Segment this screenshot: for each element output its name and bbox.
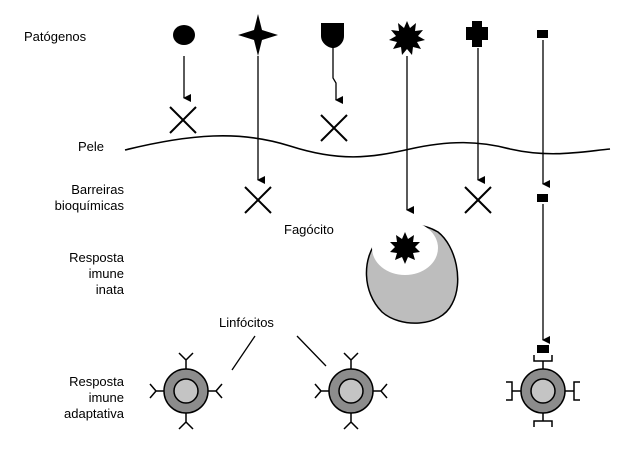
- label-resposta-imune-inata: Resposta imune inata: [20, 250, 124, 298]
- pointer-line-left: [231, 335, 256, 371]
- label-adapt-line3: adaptativa: [64, 406, 124, 421]
- lymphocyte-icon-1: [149, 352, 223, 430]
- pointer-line-right: [296, 335, 327, 367]
- pathogen-cross-icon: [466, 21, 488, 47]
- pathogen-starburst-icon: [389, 21, 425, 55]
- label-linfocitos: Linfócitos: [219, 315, 274, 330]
- phagocyte-icon: [365, 221, 459, 324]
- block-x-biochemical-1: [244, 186, 272, 214]
- label-adapt-line1: Resposta: [69, 374, 124, 389]
- label-inata-line2: imune: [88, 266, 124, 281]
- pathogen-small-square-passing-icon: [537, 194, 548, 202]
- label-inata-line3: inata: [95, 282, 124, 297]
- label-patogenos: Patógenos: [24, 29, 87, 44]
- block-x-skin-2: [320, 114, 348, 142]
- label-barreiras-line1: Barreiras: [71, 182, 124, 197]
- pathogen-four-point-star-icon: [238, 14, 278, 56]
- label-fagocito: Fagócito: [284, 222, 334, 237]
- label-inata-line1: Resposta: [69, 250, 124, 265]
- skin-line: [124, 135, 611, 158]
- bound-antigen-icon: [537, 345, 549, 353]
- lymphocyte-icon-3: [506, 345, 580, 427]
- label-resposta-imune-adaptativa: Resposta imune adaptativa: [20, 374, 124, 422]
- lymphocyte-icon-2: [314, 352, 388, 430]
- arrow-pathogen-shield: [332, 48, 343, 104]
- pathogen-circle-icon: [173, 25, 195, 45]
- label-adapt-line2: imune: [88, 390, 124, 405]
- block-x-skin-1: [169, 106, 197, 134]
- label-barreiras-line2: bioquímicas: [54, 198, 124, 213]
- label-barreiras-bioquimicas: Barreiras bioquímicas: [20, 182, 124, 214]
- block-x-biochemical-2: [464, 186, 492, 214]
- label-pele: Pele: [78, 139, 105, 154]
- pathogen-small-square-icon: [537, 30, 548, 38]
- pathogen-shield-icon: [321, 23, 344, 48]
